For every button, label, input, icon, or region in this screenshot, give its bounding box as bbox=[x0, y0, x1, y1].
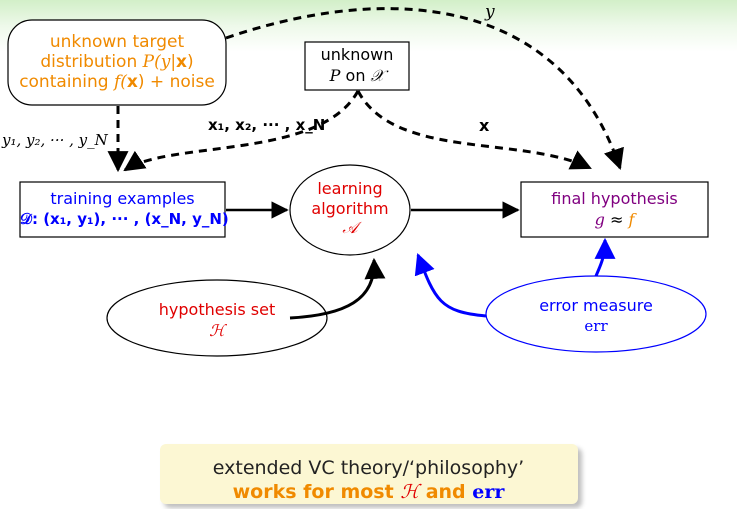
target-node-line2: distribution P(y|x) bbox=[8, 54, 226, 71]
edge-hypothesis-to-learning bbox=[289, 257, 386, 320]
target-line2-close: ) bbox=[187, 52, 194, 72]
learning-algorithm-node bbox=[289, 164, 411, 256]
target-node-line3: containing f(x) + noise bbox=[8, 74, 226, 91]
edge-label-x-list: x₁, x₂, ··· , x_N bbox=[208, 116, 326, 134]
target-line3-text: containing bbox=[19, 72, 114, 92]
training-node-line2: 𝒟: (x₁, y₁), ··· , (x_N, y_N) bbox=[20, 210, 229, 228]
learning-node-line2: algorithm bbox=[311, 199, 389, 218]
target-distribution-node bbox=[7, 19, 227, 106]
edge-label-x: x bbox=[479, 116, 490, 135]
callout-line1: extended VC theory/‘philosophy’ bbox=[212, 457, 525, 479]
input-distribution-node bbox=[304, 41, 410, 91]
callout-line2: works for most ℋ and err bbox=[0, 481, 737, 503]
final-node-line1: final hypothesis bbox=[551, 189, 678, 208]
target-node-line1: unknown target bbox=[49, 32, 185, 52]
final-line2-approx: ≈ bbox=[604, 210, 629, 229]
edge-target-to-final bbox=[225, 7, 624, 170]
training-node-line1: training examples bbox=[50, 189, 195, 208]
final-line2-f: f bbox=[628, 210, 635, 229]
edge-input-to-final bbox=[356, 90, 592, 170]
hypothesis-node-line1: hypothesis set bbox=[158, 300, 276, 319]
final-node-line2: g ≈ f bbox=[521, 212, 708, 228]
training-examples-node bbox=[19, 181, 226, 238]
callout-h-symbol: ℋ bbox=[400, 481, 420, 503]
input-node-line2: P on 𝒳 bbox=[305, 68, 409, 84]
target-line2-bold: x bbox=[176, 52, 188, 72]
final-line2-g: g bbox=[594, 210, 605, 229]
input-node-line1: unknown bbox=[320, 45, 394, 64]
callout-works-text: works for most bbox=[232, 481, 401, 503]
callout-box bbox=[160, 444, 578, 504]
target-line3-math: f( bbox=[113, 72, 127, 92]
callout-and-text: and bbox=[419, 481, 473, 503]
input-line2-text: on bbox=[340, 66, 371, 85]
error-node-line1: error measure bbox=[539, 296, 653, 315]
edge-error-to-final bbox=[594, 237, 616, 277]
hypothesis-set-node bbox=[106, 279, 328, 357]
edge-error-to-learning bbox=[414, 253, 487, 318]
edge-label-y-list: y₁, y₂, ··· , y_N bbox=[2, 131, 108, 149]
input-line2-script: 𝒳 bbox=[370, 66, 385, 85]
hypothesis-node-line2: ℋ bbox=[209, 321, 225, 340]
error-node-line2: err bbox=[584, 317, 608, 335]
callout-err-text: err bbox=[472, 481, 505, 503]
learning-node-line3: 𝒜 bbox=[342, 218, 358, 237]
edge-label-y: y bbox=[485, 2, 495, 22]
target-line3-rest: ) + noise bbox=[137, 72, 215, 92]
learning-node-line1: learning bbox=[317, 179, 383, 198]
target-line2-text: distribution bbox=[40, 52, 143, 72]
target-line3-bold: x bbox=[126, 72, 138, 92]
input-line2-math: P bbox=[329, 66, 341, 85]
final-hypothesis-node bbox=[520, 181, 709, 238]
edge-input-to-training bbox=[123, 90, 360, 172]
target-line2-math: P(y| bbox=[142, 52, 177, 72]
